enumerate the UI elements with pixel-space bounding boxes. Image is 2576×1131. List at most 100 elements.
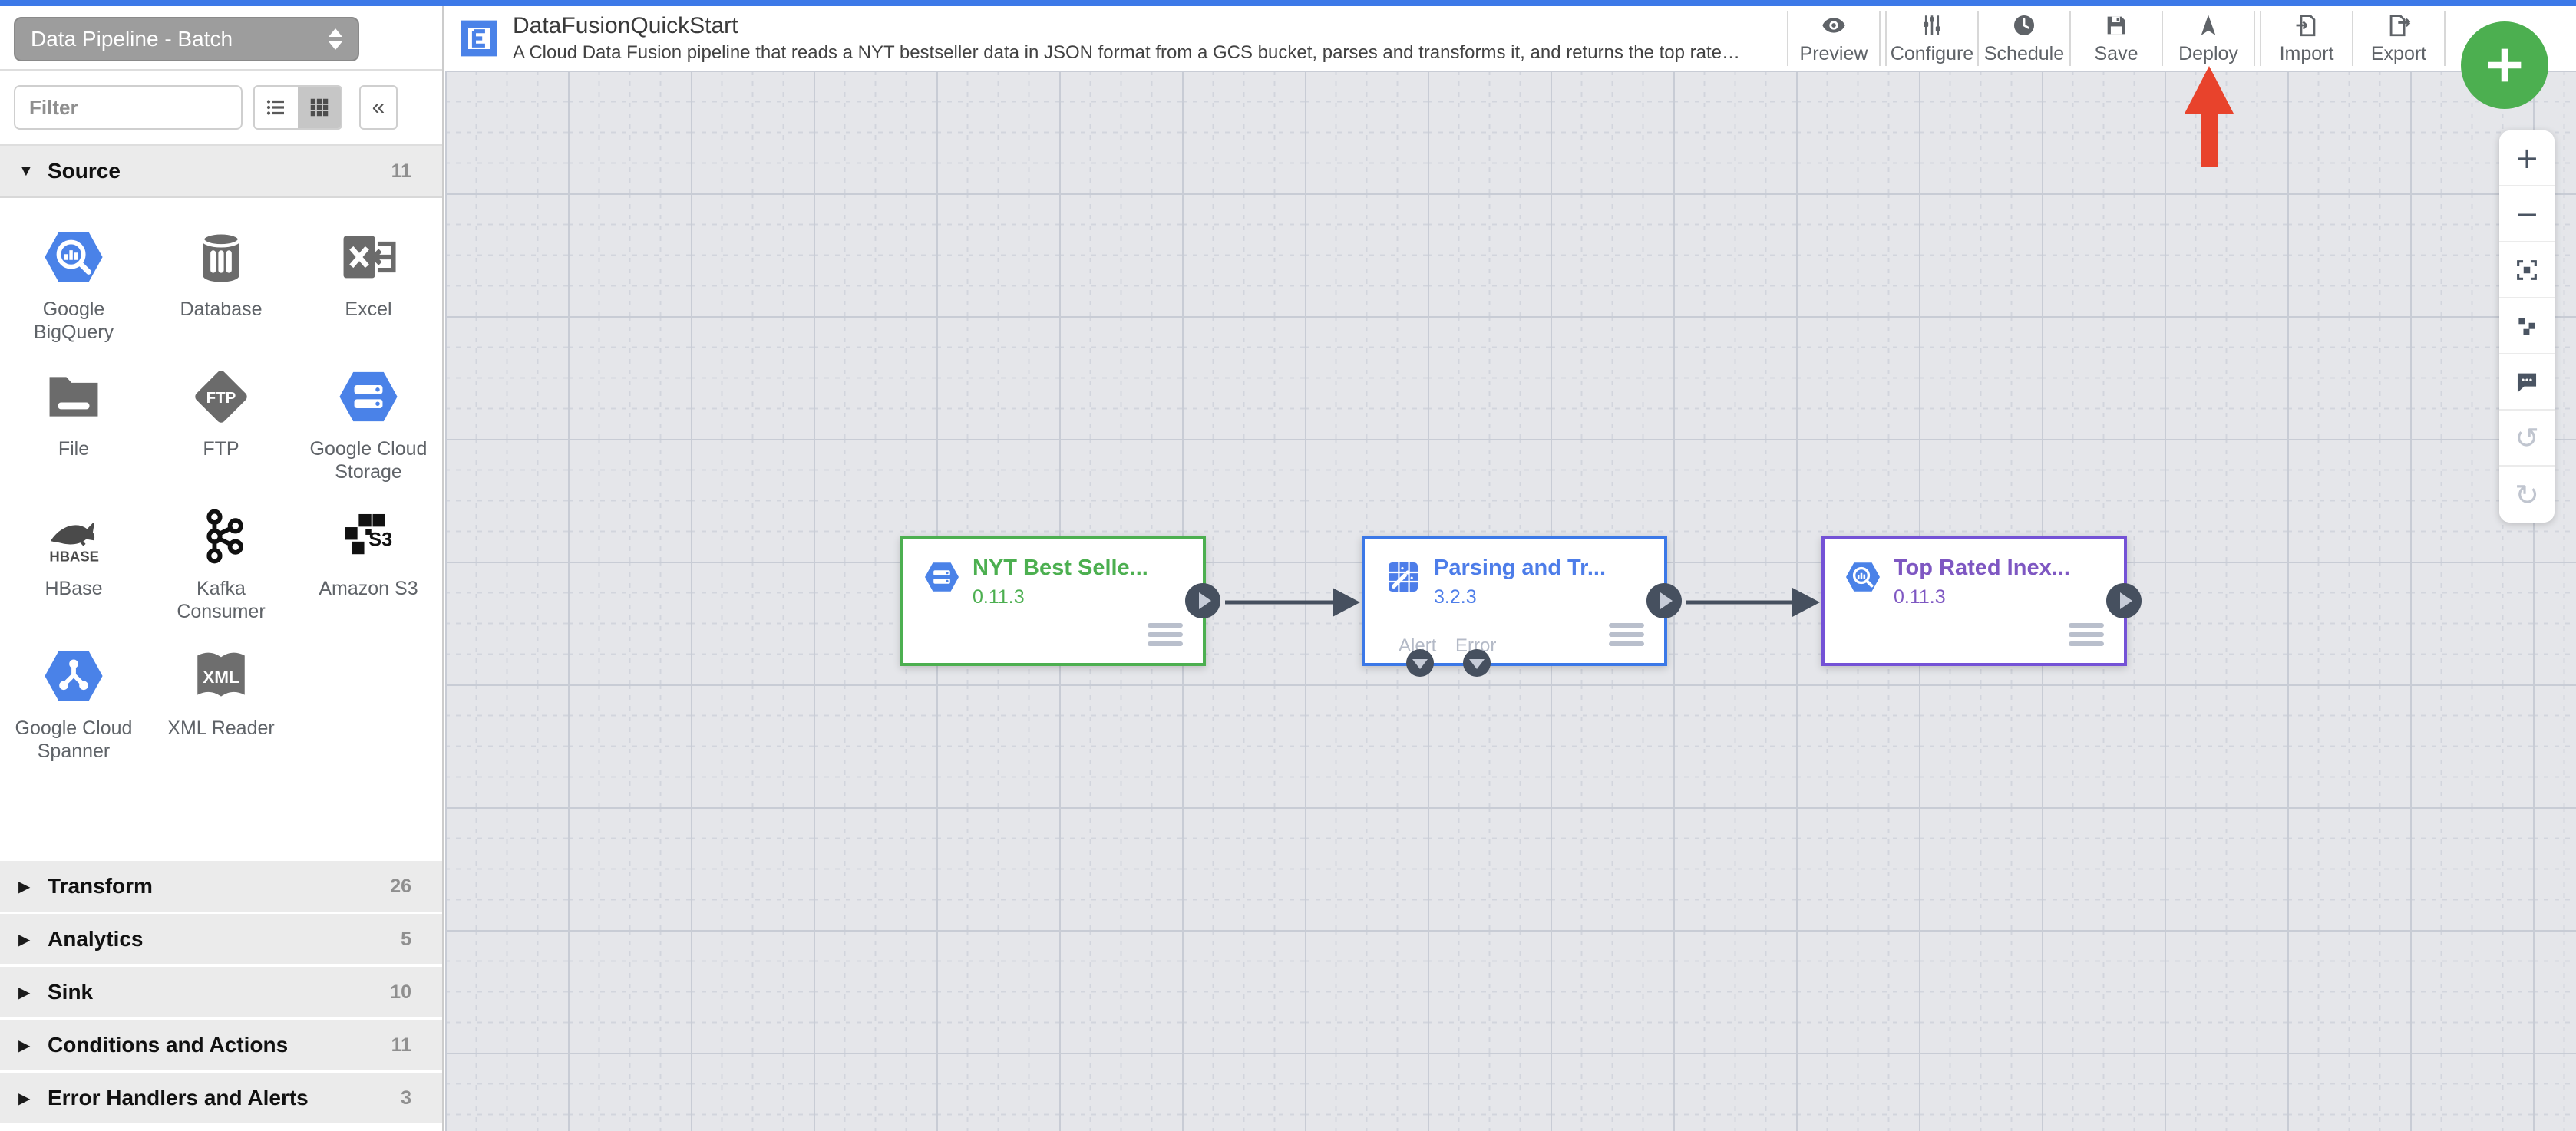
hbase-icon: HBASE <box>49 523 99 564</box>
save-icon <box>2107 16 2125 34</box>
toolbar-divider <box>2260 11 2261 66</box>
deploy-button[interactable]: Deploy <box>2163 6 2254 71</box>
align-nodes-icon <box>2518 317 2535 335</box>
schedule-icon <box>2013 15 2035 35</box>
filter-input[interactable] <box>14 85 243 130</box>
toolbar-button-label: Save <box>2094 42 2138 64</box>
plugin-label: FTP <box>203 438 239 460</box>
bigquery-icon <box>45 232 103 282</box>
plugin-database[interactable]: Database <box>147 213 295 353</box>
add-comment-button[interactable] <box>2499 354 2555 411</box>
section-header-error-handlers-and-alerts[interactable]: ▶ Error Handlers and Alerts 3 <box>0 1073 442 1123</box>
preview-button[interactable]: Preview <box>1788 6 1879 71</box>
add-fab-button[interactable] <box>2461 21 2548 109</box>
node-output-port[interactable] <box>1185 583 1220 618</box>
node-menu-icon[interactable] <box>2069 623 2104 646</box>
plugin-google-cloud-spanner[interactable]: Google Cloud Spanner <box>0 632 147 772</box>
svg-text:S3: S3 <box>368 529 392 550</box>
connection-layer <box>1225 588 1820 617</box>
excel-icon <box>343 236 396 279</box>
export-icon <box>2389 14 2411 36</box>
node-title: Parsing and Tr... <box>1434 556 1607 580</box>
plugin-google-cloud-storage[interactable]: Google Cloud Storage <box>295 353 442 493</box>
section-header-source[interactable]: ▼ Source 11 <box>0 146 442 198</box>
toolbar-divider <box>2352 11 2353 66</box>
node-title: NYT Best Selle... <box>973 556 1148 580</box>
section-count: 26 <box>390 875 411 897</box>
section-label: Transform <box>48 874 153 898</box>
dropdown-updown-icon <box>329 28 342 50</box>
toolbar-button-label: Export <box>2370 42 2427 64</box>
caret-right-icon: ▶ <box>18 984 31 1001</box>
sidebar-collapse-button[interactable]: « <box>359 85 398 130</box>
configure-icon <box>1924 15 1940 35</box>
grid-view-button[interactable] <box>298 87 341 128</box>
align-nodes-button[interactable] <box>2499 298 2555 354</box>
section-header-transform[interactable]: ▶ Transform 26 <box>0 861 442 912</box>
section-count: 11 <box>391 160 411 182</box>
save-button[interactable]: Save <box>2071 6 2162 71</box>
schedule-button[interactable]: Schedule <box>1979 6 2069 71</box>
section-label: Conditions and Actions <box>48 1033 289 1057</box>
configure-button[interactable]: Configure <box>1887 6 1977 71</box>
filter-row: « <box>0 71 442 146</box>
toolbar-button-label: Configure <box>1890 42 1974 64</box>
database-icon <box>200 231 242 282</box>
plugin-kafka-consumer[interactable]: Kafka Consumer <box>147 493 295 632</box>
toolbar-divider <box>1787 11 1788 66</box>
s3-icon: S3 <box>345 513 392 555</box>
caret-right-icon: ▶ <box>18 931 31 948</box>
toolbar-divider <box>1879 11 1881 66</box>
pipeline-type-dropdown[interactable]: Data Pipeline - Batch <box>14 17 359 61</box>
import-button[interactable]: Import <box>2261 6 2352 71</box>
pipeline-node-nyt-best-selle[interactable]: NYT Best Selle... 0.11.3 <box>900 536 1220 666</box>
plugin-excel[interactable]: Excel <box>295 213 442 353</box>
plugin-label: File <box>58 438 90 460</box>
pipeline-type-row: Data Pipeline - Batch <box>0 6 442 71</box>
caret-right-icon: ▶ <box>18 1037 31 1054</box>
pipeline-node-top-rated-inex[interactable]: Top Rated Inex... 0.11.3 <box>1821 536 2142 666</box>
list-view-button[interactable] <box>255 87 298 128</box>
add-comment-icon <box>2517 373 2537 392</box>
section-count: 3 <box>401 1086 411 1109</box>
caret-right-icon: ▶ <box>18 1090 31 1107</box>
pipeline-header: DataFusionQuickStart A Cloud Data Fusion… <box>445 6 2576 71</box>
node-output-port[interactable] <box>2106 583 2142 618</box>
zoom-out-button[interactable]: − <box>2499 186 2555 242</box>
node-version: 0.11.3 <box>973 586 1025 608</box>
caret-right-icon: ▶ <box>18 878 31 895</box>
preview-icon <box>1822 17 1845 33</box>
pipeline-canvas[interactable]: NYT Best Selle... 0.11.3 Parsing and Tr...… <box>445 71 2576 1131</box>
pipeline-meta: DataFusionQuickStart A Cloud Data Fusion… <box>445 13 1787 64</box>
export-button[interactable]: Export <box>2353 6 2444 71</box>
node-port-alert[interactable] <box>1406 649 1434 677</box>
node-output-port[interactable] <box>1646 583 1682 618</box>
top-accent-bar <box>0 0 2576 6</box>
redo-button: ↻ <box>2499 467 2555 523</box>
node-version: 3.2.3 <box>1434 586 1477 608</box>
section-label: Error Handlers and Alerts <box>48 1086 309 1110</box>
node-menu-icon[interactable] <box>1148 623 1183 646</box>
grid-view-icon <box>310 98 329 117</box>
caret-down-icon: ▼ <box>18 162 34 180</box>
plugin-label: Kafka Consumer <box>177 578 266 622</box>
plugin-google-bigquery[interactable]: Google BigQuery <box>0 213 147 353</box>
node-title: Top Rated Inex... <box>1894 556 2070 580</box>
node-port-error[interactable] <box>1463 649 1491 677</box>
section-label: Source <box>48 159 121 183</box>
zoom-in-button[interactable]: + <box>2499 130 2555 186</box>
node-version: 0.11.3 <box>1894 586 1946 608</box>
node-menu-icon[interactable] <box>1609 623 1644 646</box>
canvas-zoom-controls: +−↺↻ <box>2499 130 2555 523</box>
fit-to-screen-button[interactable] <box>2499 242 2555 298</box>
plugin-file[interactable]: File <box>0 353 147 493</box>
